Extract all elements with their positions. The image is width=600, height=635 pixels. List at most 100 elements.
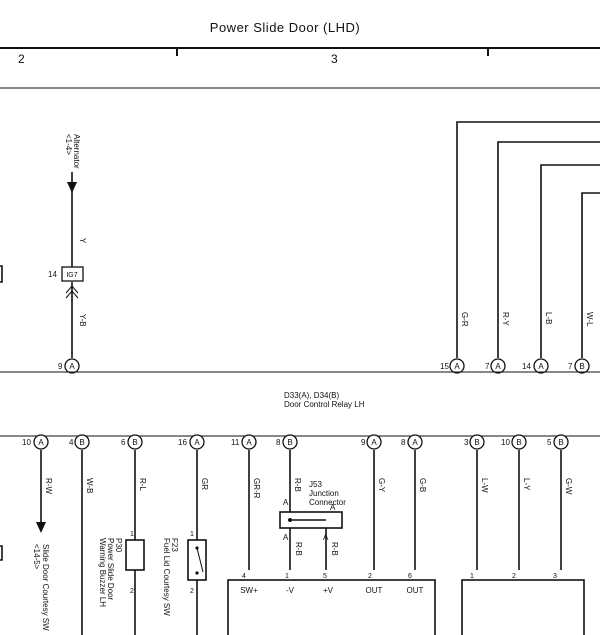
terminal-8a xyxy=(407,434,423,450)
svg-text:+V: +V xyxy=(323,586,334,595)
svg-text:<14-5>: <14-5> xyxy=(32,544,41,570)
svg-text:A: A xyxy=(283,533,289,542)
svg-text:A: A xyxy=(412,438,418,447)
lower-wires xyxy=(36,450,562,635)
terminal-9a xyxy=(64,358,80,374)
svg-text:2: 2 xyxy=(368,573,372,580)
wire-label-y: Y xyxy=(78,238,87,244)
svg-text:1: 1 xyxy=(190,531,194,538)
svg-text:Alternator: Alternator xyxy=(72,134,81,169)
svg-text:R-B: R-B xyxy=(294,542,303,556)
svg-text:A: A xyxy=(194,438,200,447)
svg-text:Power Slide Door: Power Slide Door xyxy=(106,538,115,601)
terminal-15a xyxy=(449,358,465,374)
svg-text:A: A xyxy=(454,362,460,371)
svg-text:B: B xyxy=(132,438,137,447)
svg-text:1: 1 xyxy=(470,573,474,580)
svg-text:5: 5 xyxy=(547,438,552,447)
svg-text:3: 3 xyxy=(464,438,469,447)
svg-text:11: 11 xyxy=(231,438,240,447)
svg-text:R-B: R-B xyxy=(293,478,302,492)
left-partial-box-lower xyxy=(0,545,3,561)
svg-text:A: A xyxy=(38,438,44,447)
svg-text:15: 15 xyxy=(440,362,449,371)
wire-r-y-upper xyxy=(497,141,600,358)
slide-door-sw-label: Slide Door Courtesy SW <14-5> xyxy=(32,544,50,631)
svg-text:7: 7 xyxy=(568,362,573,371)
relay-ref: D33(A), D34(B) xyxy=(284,391,339,400)
svg-text:L-W: L-W xyxy=(480,478,489,493)
svg-text:6: 6 xyxy=(121,438,126,447)
svg-text:OUT: OUT xyxy=(366,586,383,595)
terminal-16a xyxy=(189,434,205,450)
fuel-lid-sw-label: F23 Fuel Lid Courtesy SW xyxy=(162,538,179,616)
svg-text:G-Y: G-Y xyxy=(377,478,386,493)
svg-text:B: B xyxy=(474,438,479,447)
second-unit xyxy=(461,579,585,635)
column-3-label: 3 xyxy=(331,52,338,66)
svg-text:G-R: G-R xyxy=(460,312,469,327)
svg-text:P30: P30 xyxy=(114,538,123,553)
terminal-5b xyxy=(553,434,569,450)
svg-text:Junction: Junction xyxy=(309,489,339,498)
svg-text:W-B: W-B xyxy=(85,478,94,493)
arrow-down-icon xyxy=(67,182,77,193)
svg-text:A: A xyxy=(495,362,501,371)
svg-text:G-W: G-W xyxy=(564,478,573,495)
svg-text:Connector: Connector xyxy=(309,498,346,507)
svg-text:1: 1 xyxy=(130,531,134,538)
svg-text:7: 7 xyxy=(485,362,490,371)
svg-text:R-L: R-L xyxy=(138,478,147,491)
svg-text:3: 3 xyxy=(553,573,557,580)
diagram-title: Power Slide Door (LHD) xyxy=(210,20,360,35)
relay-name: Door Control Relay LH xyxy=(284,400,365,409)
svg-text:A: A xyxy=(330,503,336,512)
junction-block-num: 14 xyxy=(48,270,57,279)
junction-block-code: IG7 xyxy=(66,272,77,279)
svg-text:14: 14 xyxy=(522,362,531,371)
terminal-6b xyxy=(127,434,143,450)
svg-text:R-B: R-B xyxy=(330,542,339,556)
svg-text:Warning Buzzer LH: Warning Buzzer LH xyxy=(98,538,107,607)
svg-text:GR-R: GR-R xyxy=(252,478,261,499)
svg-text:5: 5 xyxy=(323,573,327,580)
svg-text:A: A xyxy=(69,362,75,371)
terminal-14a xyxy=(533,358,549,374)
svg-text:6: 6 xyxy=(408,573,412,580)
svg-text:G-B: G-B xyxy=(418,478,427,492)
svg-text:8: 8 xyxy=(401,438,406,447)
svg-text:B: B xyxy=(287,438,292,447)
terminal-8b xyxy=(282,434,298,450)
svg-text:Slide Door Courtesy SW: Slide Door Courtesy SW xyxy=(41,544,50,631)
svg-text:-V: -V xyxy=(286,586,295,595)
svg-text:F23: F23 xyxy=(170,538,179,552)
svg-text:B: B xyxy=(579,362,584,371)
alternator-label: Alternator <1-4> xyxy=(64,134,81,169)
junction-block-ig7 xyxy=(61,266,84,282)
svg-text:W-L: W-L xyxy=(585,312,594,327)
svg-text:8: 8 xyxy=(276,438,281,447)
terminal-11a xyxy=(241,434,257,450)
svg-text:9: 9 xyxy=(58,362,63,371)
svg-text:L-B: L-B xyxy=(544,312,553,324)
svg-text:<1-4>: <1-4> xyxy=(64,134,73,155)
svg-text:A: A xyxy=(371,438,377,447)
column-2-label: 2 xyxy=(18,52,25,66)
svg-text:L-Y: L-Y xyxy=(522,478,531,491)
svg-text:B: B xyxy=(558,438,563,447)
door-control-unit xyxy=(227,579,436,635)
wire-g-r-upper xyxy=(456,121,600,358)
svg-text:Fuel Lid Courtesy SW: Fuel Lid Courtesy SW xyxy=(162,538,171,616)
terminal-4b xyxy=(74,434,90,450)
terminal-3b xyxy=(469,434,485,450)
terminal-10a xyxy=(33,434,49,450)
svg-text:OUT: OUT xyxy=(407,586,424,595)
terminal-7a xyxy=(490,358,506,374)
svg-text:2: 2 xyxy=(512,573,516,580)
svg-text:9: 9 xyxy=(361,438,366,447)
terminal-10b xyxy=(511,434,527,450)
wire-l-b-upper xyxy=(540,164,600,358)
terminal-9a-lower xyxy=(366,434,382,450)
junction-connector-code: J53 xyxy=(309,480,322,489)
svg-text:16: 16 xyxy=(178,438,187,447)
